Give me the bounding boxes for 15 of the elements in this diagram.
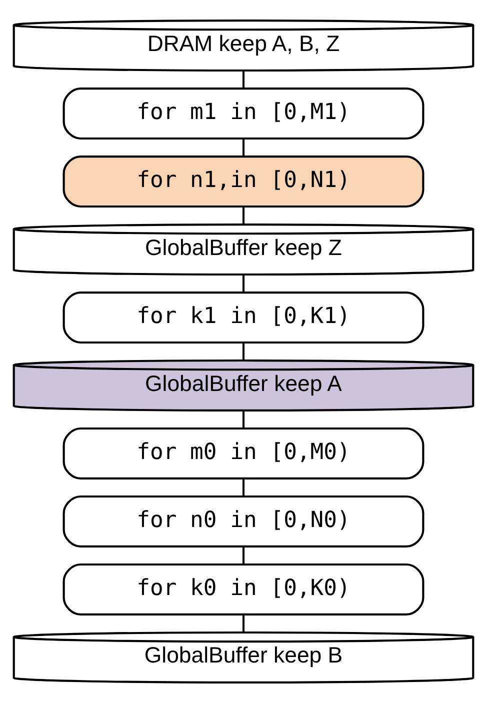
node-box: for n1,in [0,N1) — [62, 156, 424, 208]
connector — [242, 274, 245, 292]
node-box: for m1 in [0,M1) — [62, 88, 424, 140]
node-box: for k0 in [0,K0) — [62, 563, 424, 616]
connector — [242, 206, 245, 224]
connector — [242, 410, 245, 428]
node-box: for n0 in [0,N0) — [62, 495, 424, 548]
connector — [242, 546, 245, 564]
connector — [242, 138, 245, 156]
node-box: for m0 in [0,M0) — [62, 427, 424, 480]
connector — [242, 614, 245, 632]
connector — [242, 478, 245, 496]
node-box: for k1 in [0,K1) — [62, 291, 424, 344]
connector — [242, 70, 245, 88]
connector — [242, 342, 245, 360]
